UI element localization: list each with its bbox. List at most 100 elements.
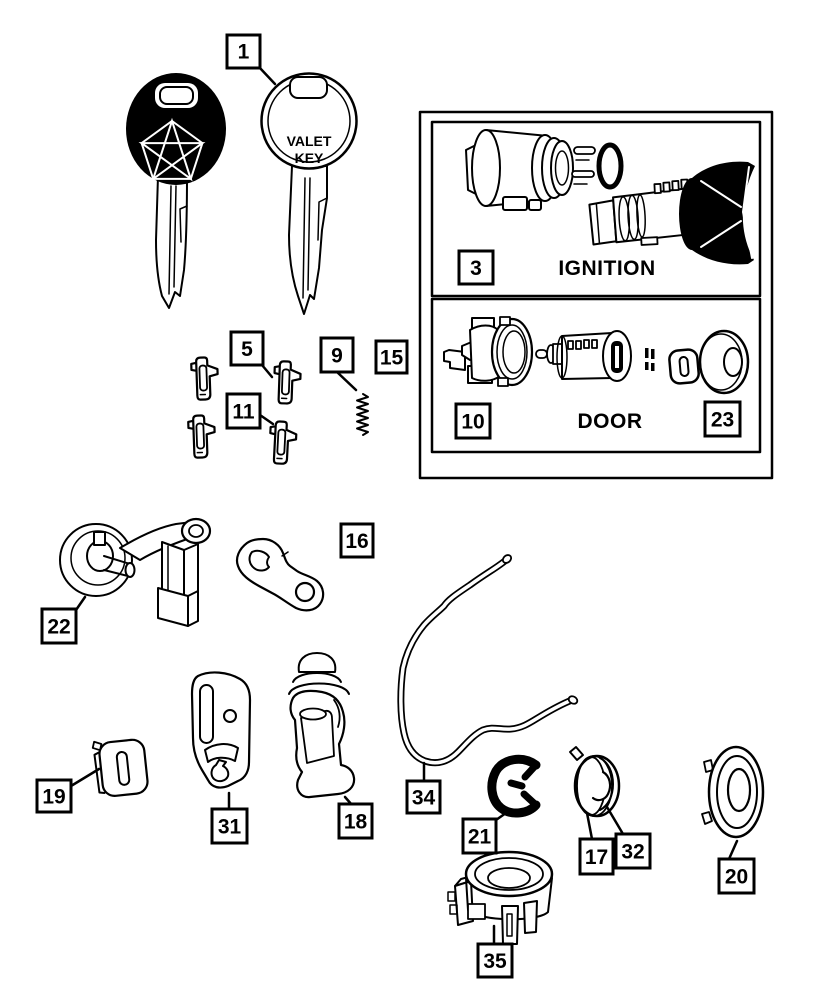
callout-9[interactable]: 9 [319, 336, 358, 392]
blade-groove [307, 177, 311, 291]
callout-31[interactable]: 31 [210, 791, 249, 845]
pin [573, 146, 596, 155]
valet-key-illustration: VALET KEY [260, 72, 358, 315]
callout-box[interactable] [35, 778, 73, 814]
cylinder-cap [91, 738, 149, 797]
callout-18[interactable]: 18 [337, 795, 374, 840]
callout-box[interactable] [225, 33, 262, 70]
callout-15[interactable]: 15 [374, 339, 409, 375]
callout-number: 32 [621, 841, 644, 864]
callout-35[interactable]: 35 [476, 924, 514, 979]
callout-number: 9 [331, 345, 343, 368]
notch [499, 316, 511, 326]
callout-22[interactable]: 22 [40, 595, 87, 645]
rib [556, 335, 568, 379]
pin [651, 363, 655, 371]
rod-core [399, 558, 574, 765]
leader-line [258, 413, 275, 426]
callout-1[interactable]: 1 [225, 33, 277, 86]
wafer [591, 339, 598, 349]
ignition-section-label: IGNITION [558, 257, 655, 280]
key-ring-hole [289, 76, 328, 99]
valet-key-text-line1: VALET [287, 133, 332, 149]
clip-jaw [520, 790, 540, 809]
callout-21[interactable]: 21 [461, 811, 508, 855]
rib [627, 194, 639, 241]
callout-box[interactable] [405, 779, 442, 815]
pin [645, 348, 649, 358]
curved-slot [204, 743, 239, 763]
bottom-block-side [187, 590, 199, 627]
callout-box[interactable] [454, 402, 492, 440]
callout-32[interactable]: 32 [605, 805, 652, 870]
callout-23[interactable]: 23 [703, 400, 742, 438]
wafer [583, 339, 590, 349]
callout-number: 23 [711, 409, 734, 432]
callout-number: 18 [344, 811, 368, 834]
callout-16[interactable]: 16 [339, 522, 375, 559]
pin [645, 362, 649, 370]
callout-box[interactable] [210, 807, 249, 845]
callout-box[interactable] [225, 392, 262, 430]
callout-box[interactable] [703, 400, 742, 438]
callout-17[interactable]: 17 [578, 811, 615, 876]
wafer [653, 182, 662, 195]
callout-box[interactable] [319, 336, 355, 374]
callout-box[interactable] [374, 339, 409, 375]
wafer [575, 340, 582, 350]
callout-19[interactable]: 19 [35, 767, 101, 814]
body-top [485, 129, 549, 137]
callout-number: 34 [412, 787, 436, 810]
master-key-illustration [126, 73, 226, 309]
pin [571, 170, 595, 178]
clip-ring [487, 754, 541, 818]
callout-34[interactable]: 34 [405, 761, 442, 815]
cap-slot [115, 750, 131, 786]
ignition-lock-housing [465, 129, 574, 211]
pin [651, 349, 655, 359]
knob-highlight [700, 220, 742, 248]
notch [497, 377, 509, 387]
bore [487, 867, 531, 889]
leader-line [494, 811, 508, 822]
callout-box[interactable] [717, 857, 756, 895]
callout-3[interactable]: 3 [457, 249, 495, 286]
hole [223, 709, 237, 723]
door-retainer-pins [645, 348, 655, 371]
callout-box[interactable] [229, 330, 265, 367]
callout-box[interactable] [461, 817, 498, 855]
callout-5[interactable]: 5 [229, 330, 274, 379]
cap-body [668, 348, 700, 385]
ring-inner [502, 330, 526, 374]
callout-box[interactable] [457, 249, 495, 286]
callout-number: 17 [585, 846, 608, 869]
o-ring [596, 142, 624, 190]
coil-spring [569, 746, 621, 818]
blade-groove [168, 185, 172, 295]
callout-box[interactable] [614, 832, 652, 870]
callout-10[interactable]: 10 [454, 402, 492, 440]
ignition-retainer-pins [571, 146, 596, 185]
cap-dome [297, 652, 337, 673]
callout-box[interactable] [40, 607, 78, 645]
wafer [662, 181, 671, 193]
callout-20[interactable]: 20 [717, 839, 756, 895]
callout-box[interactable] [476, 942, 514, 979]
notch [281, 551, 289, 557]
coil-inner [599, 757, 614, 811]
leg [523, 900, 538, 934]
spring-end-tab [569, 746, 584, 761]
keyway-tab [588, 199, 618, 246]
lock-lever-assembly [59, 517, 212, 627]
callout-box[interactable] [578, 837, 615, 876]
knob-highlight [741, 166, 753, 259]
callout-11[interactable]: 11 [225, 392, 275, 430]
callout-box[interactable] [339, 522, 375, 559]
rib [618, 196, 631, 242]
link-plate [235, 537, 325, 612]
ring-top [464, 850, 554, 898]
keyway-slot [615, 346, 619, 368]
callout-box[interactable] [337, 802, 374, 840]
